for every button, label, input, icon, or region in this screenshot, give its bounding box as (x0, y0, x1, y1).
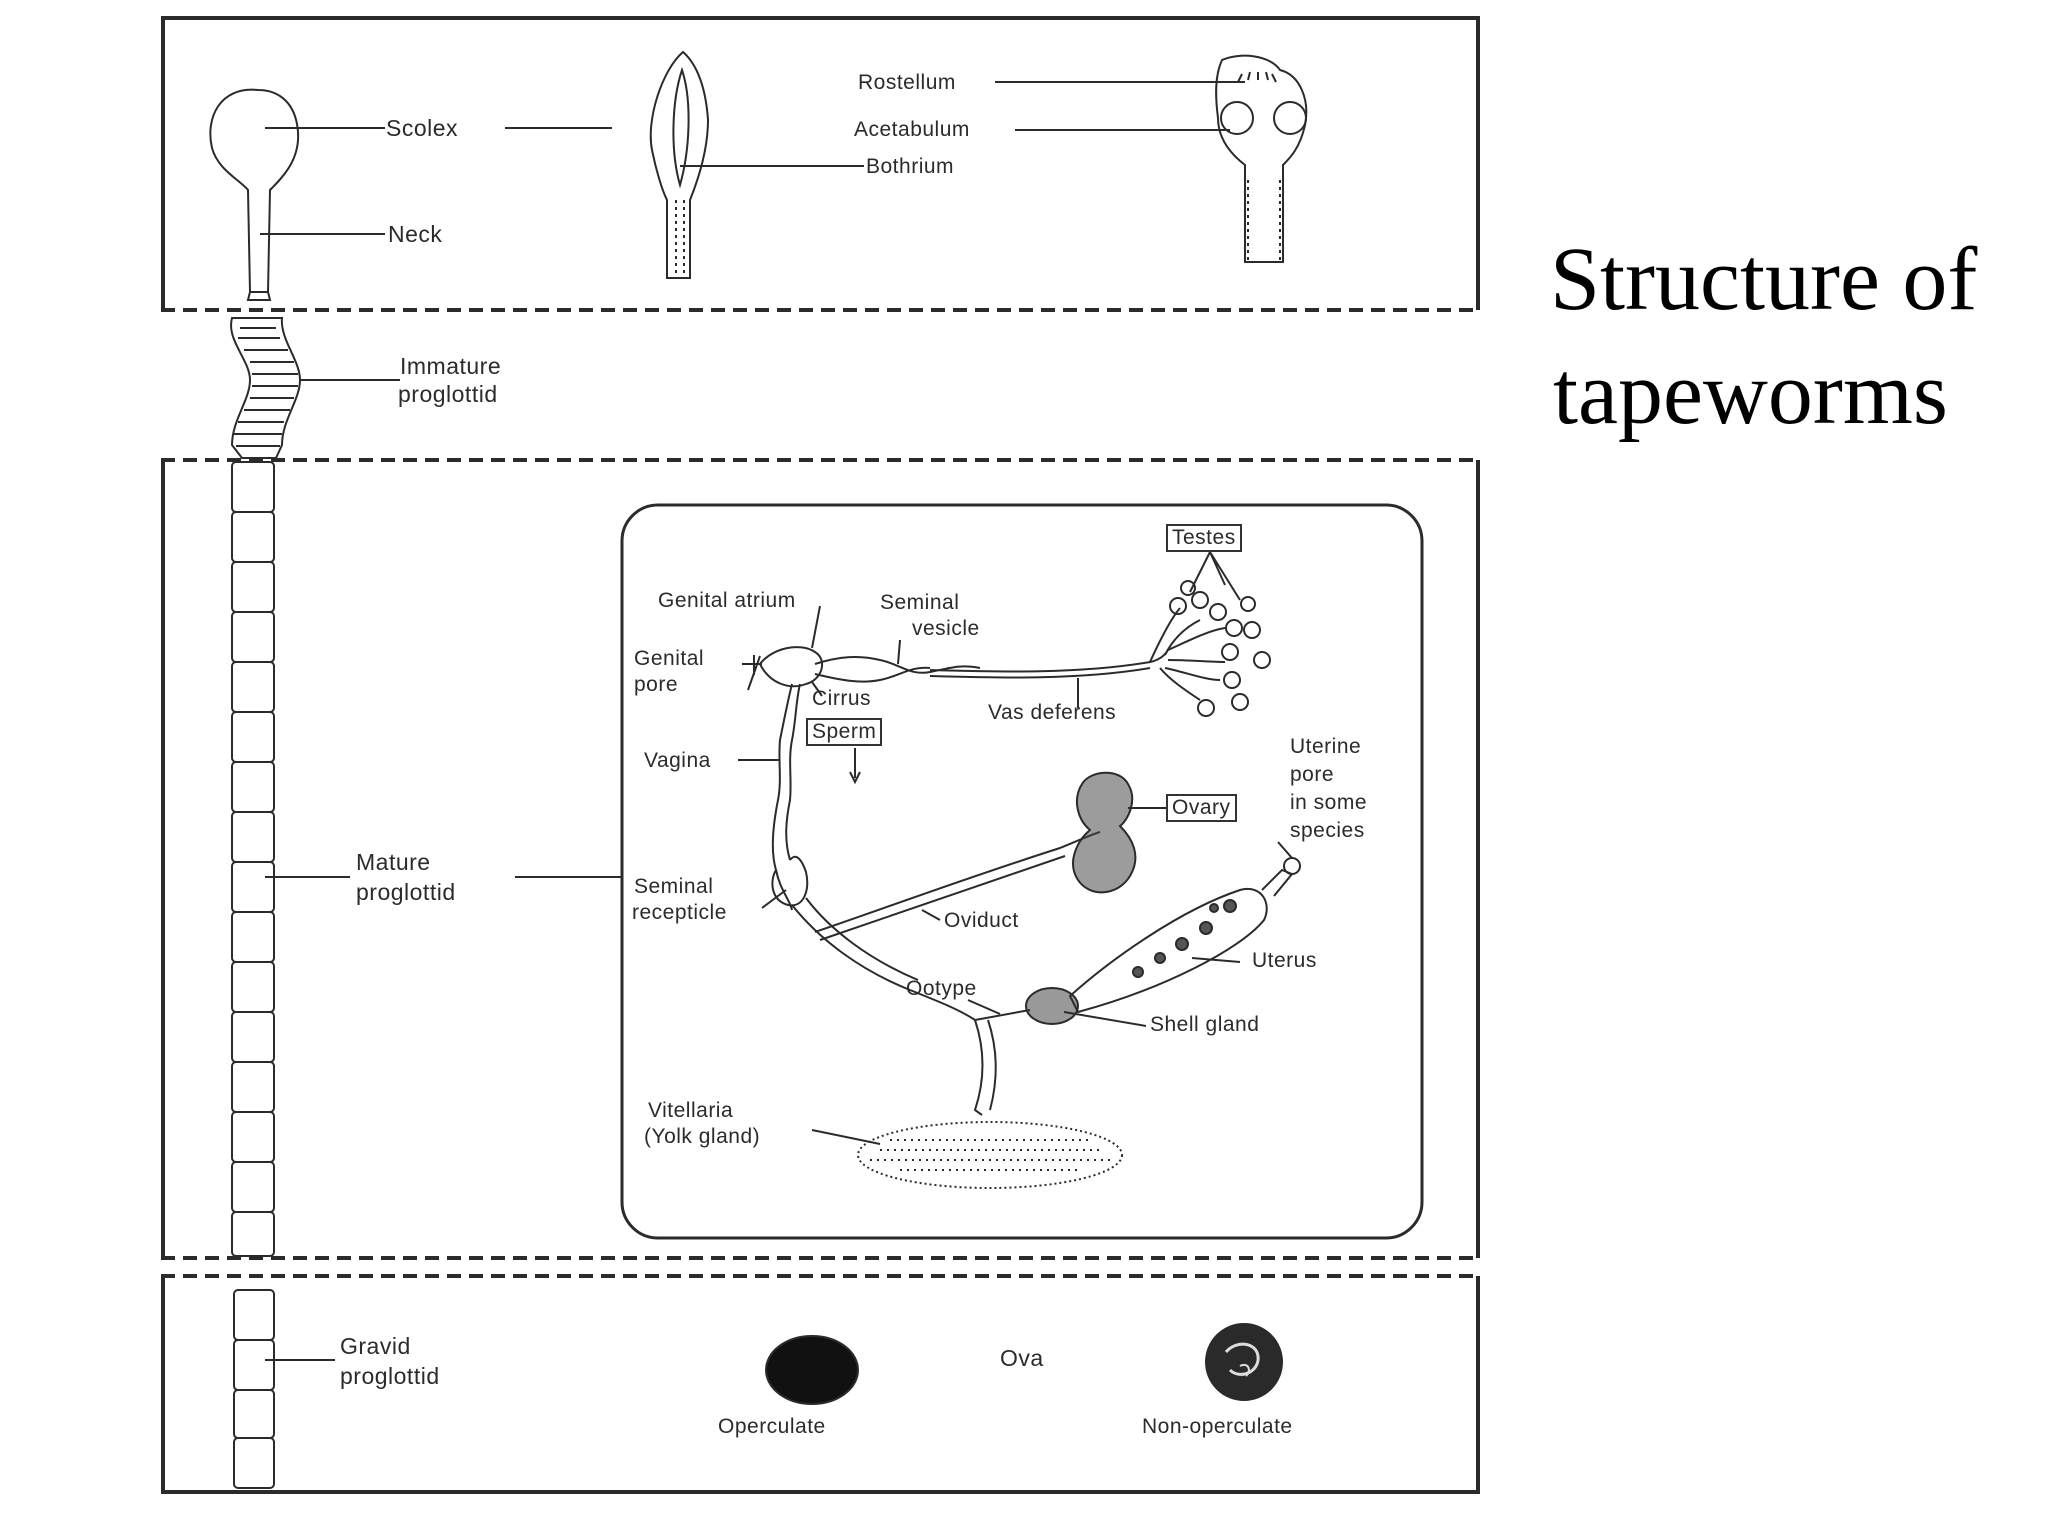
immature-strobila-drawing (230, 317, 302, 459)
scolex-rounded-drawing (209, 88, 300, 301)
label-vitellaria-line1: Vitellaria (648, 1099, 734, 1122)
label-immature-line1: Immature (400, 353, 502, 379)
gravid-strobila-drawing (233, 1289, 275, 1489)
label-immature-line2: proglottid (398, 381, 498, 407)
label-uterine-pore-line2: pore (1290, 763, 1335, 786)
title-line-2: tapeworms (1553, 344, 1948, 443)
scolex-bothriate-drawing (649, 50, 710, 279)
label-shell-gland: Shell gland (1150, 1013, 1260, 1036)
label-seminal-receptacle-line2: recepticle (632, 901, 727, 924)
label-bothrium: Bothrium (866, 155, 955, 178)
label-testes: Testes (1166, 524, 1242, 552)
mature-panel-frame (161, 458, 1480, 1260)
label-uterine-pore-line1: Uterine (1290, 735, 1362, 758)
label-ovary: Ovary (1166, 794, 1237, 822)
label-gravid-line2: proglottid (340, 1363, 440, 1389)
label-gravid-line1: Gravid (340, 1333, 411, 1359)
label-sperm: Sperm (806, 718, 883, 746)
label-genital-atrium: Genital atrium (658, 589, 796, 612)
label-neck: Neck (388, 221, 443, 247)
label-ova: Ova (1000, 1345, 1044, 1371)
scolex-armed-drawing (1215, 54, 1308, 263)
non-operculate-ovum-drawing (1205, 1323, 1283, 1401)
label-cirrus: Cirrus (812, 687, 871, 710)
label-genital-pore-line2: pore (634, 673, 679, 696)
label-seminal-vesicle-line1: Seminal (880, 591, 960, 614)
label-uterus: Uterus (1252, 949, 1317, 972)
detail-leader-lines (738, 605, 1293, 1145)
label-vitellaria-line2: (Yolk gland) (644, 1125, 761, 1148)
label-vas-deferens: Vas deferens (988, 701, 1117, 724)
scolex-panel-frame (161, 16, 1480, 312)
gravid-panel-frame (161, 1274, 1480, 1494)
label-ootype: Ootype (906, 977, 977, 1000)
label-genital-pore-line1: Genital (634, 647, 705, 670)
label-mature-line2: proglottid (356, 879, 456, 905)
label-seminal-vesicle-line2: vesicle (912, 617, 980, 640)
label-operculate: Operculate (718, 1415, 826, 1438)
reproductive-system-drawing (742, 551, 1301, 1189)
label-mature-line1: Mature (356, 849, 431, 875)
label-non-operculate: Non-operculate (1142, 1415, 1293, 1438)
label-acetabulum: Acetabulum (854, 118, 970, 141)
label-scolex: Scolex (386, 115, 459, 141)
label-uterine-pore-line3: in some (1290, 791, 1368, 814)
mature-strobila-drawing (231, 461, 275, 1257)
label-vagina: Vagina (644, 749, 711, 772)
label-uterine-pore-line4: species (1290, 819, 1365, 842)
title-line-1: Structure of (1550, 230, 1978, 329)
label-seminal-receptacle-line1: Seminal (634, 875, 714, 898)
operculate-ovum-drawing (765, 1335, 859, 1405)
mature-proglottid-detail-frame (620, 503, 1424, 1240)
label-rostellum: Rostellum (858, 71, 956, 94)
label-oviduct: Oviduct (944, 909, 1019, 932)
